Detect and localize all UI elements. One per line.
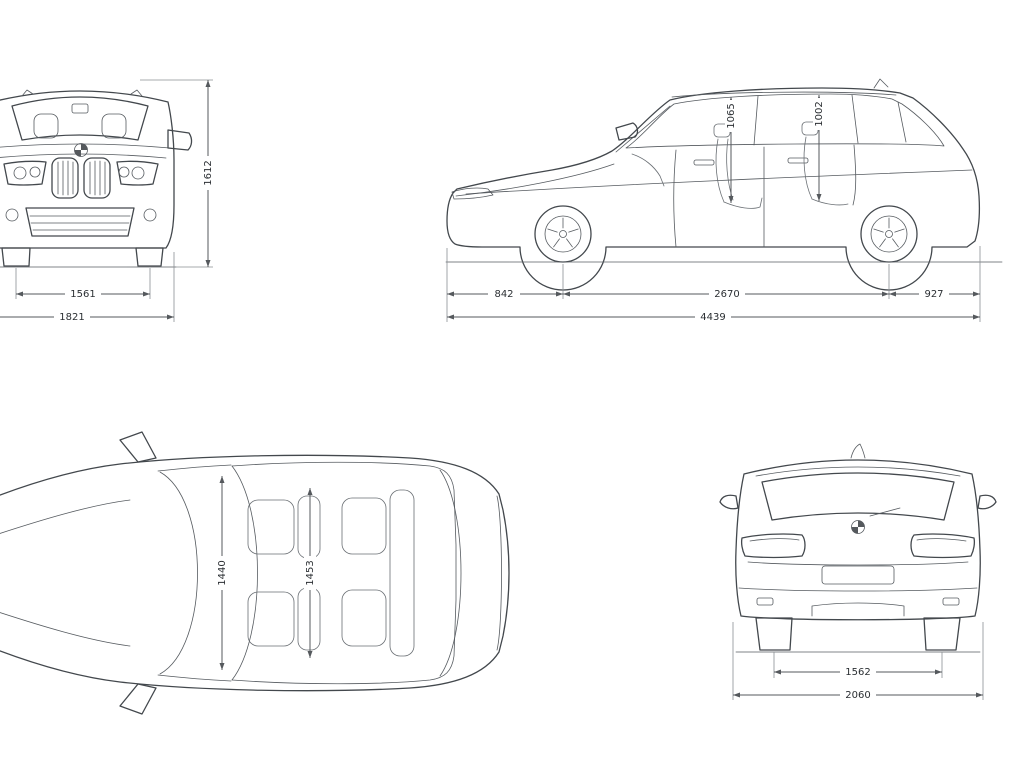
- side-rear-headroom-label: 1002: [814, 101, 825, 126]
- bmw-roundel-rear: [851, 520, 865, 534]
- rear-tailgate-seam: [747, 561, 969, 566]
- side-character-line: [465, 169, 973, 195]
- rear-wiper: [869, 507, 901, 517]
- front-dimensions: 1612 1561 1821: [0, 79, 214, 323]
- front-track-label: 1561: [70, 289, 95, 300]
- side-view: [445, 78, 1003, 291]
- bmw-roundel-front: [74, 143, 88, 157]
- front-body-outline: [0, 90, 175, 249]
- side-interior-seats: [631, 121, 849, 209]
- side-body-outline: [446, 87, 981, 291]
- rear-window: [761, 472, 955, 521]
- side-front-headroom-label: 1065: [726, 103, 737, 128]
- side-rear-overhang-label: 927: [924, 289, 943, 300]
- side-roof-rail: [671, 91, 897, 98]
- rear-wheel: [860, 205, 918, 263]
- kidney-grille: [51, 157, 111, 199]
- front-view: [0, 89, 193, 268]
- side-hood-cut: [455, 163, 615, 197]
- top-rear-seats: [341, 489, 415, 657]
- rear-body-outline: [735, 459, 981, 621]
- top-view: [0, 431, 510, 715]
- side-headlight: [451, 187, 494, 200]
- side-mirror: [615, 122, 639, 141]
- rear-spoiler-line: [755, 466, 961, 477]
- rear-reflectors: [756, 597, 960, 606]
- side-glasshouse: [625, 93, 945, 149]
- side-pillars: [615, 94, 907, 153]
- top-mirrors: [119, 431, 157, 715]
- rear-bumper-line: [738, 587, 978, 592]
- rear-taillights: [740, 533, 976, 559]
- rear-mirrors: [719, 494, 997, 510]
- top-rear-width-label: 1453: [305, 560, 316, 585]
- front-fog-lights: [5, 208, 157, 222]
- side-door-seams: [673, 144, 857, 248]
- rear-wheels: [755, 617, 961, 651]
- side-dimensions: 1065 1002 842 2670 927 4439: [446, 95, 981, 323]
- top-roof-panel: [231, 461, 457, 685]
- top-windshield: [157, 464, 258, 682]
- front-headrests: [33, 113, 127, 139]
- rear-dimensions: 1562 2060: [732, 622, 984, 701]
- rear-track-label: 1562: [845, 667, 870, 678]
- front-height-label: 1612: [203, 160, 214, 185]
- top-hood-lines: [0, 499, 131, 647]
- side-wheelbase-label: 2670: [714, 289, 739, 300]
- rear-license-recess: [821, 565, 895, 585]
- side-length-label: 4439: [700, 312, 725, 323]
- top-front-width-label: 1440: [217, 560, 228, 585]
- top-body-outline: [0, 454, 510, 692]
- front-roof-rails: [21, 89, 143, 97]
- side-door-handles: [693, 157, 809, 166]
- rear-antenna-fin: [850, 443, 866, 459]
- rear-bumper-cutout: [811, 602, 905, 617]
- side-antenna-fin: [873, 78, 889, 89]
- rear-width-label: 2060: [845, 690, 870, 701]
- rearview-mirror: [71, 103, 89, 114]
- front-windshield: [11, 96, 149, 141]
- side-front-overhang-label: 842: [494, 289, 513, 300]
- front-air-intake: [25, 207, 135, 237]
- front-right-mirror: [167, 129, 193, 151]
- top-dimensions: 1440 1453: [216, 476, 316, 670]
- rear-view: [719, 443, 997, 653]
- top-rear-window: [439, 469, 502, 677]
- front-wheels: [1, 247, 164, 267]
- front-wheel: [534, 205, 592, 263]
- front-headlight-right: [116, 160, 159, 186]
- front-headlight-left: [3, 160, 47, 186]
- front-width-label: 1821: [59, 312, 84, 323]
